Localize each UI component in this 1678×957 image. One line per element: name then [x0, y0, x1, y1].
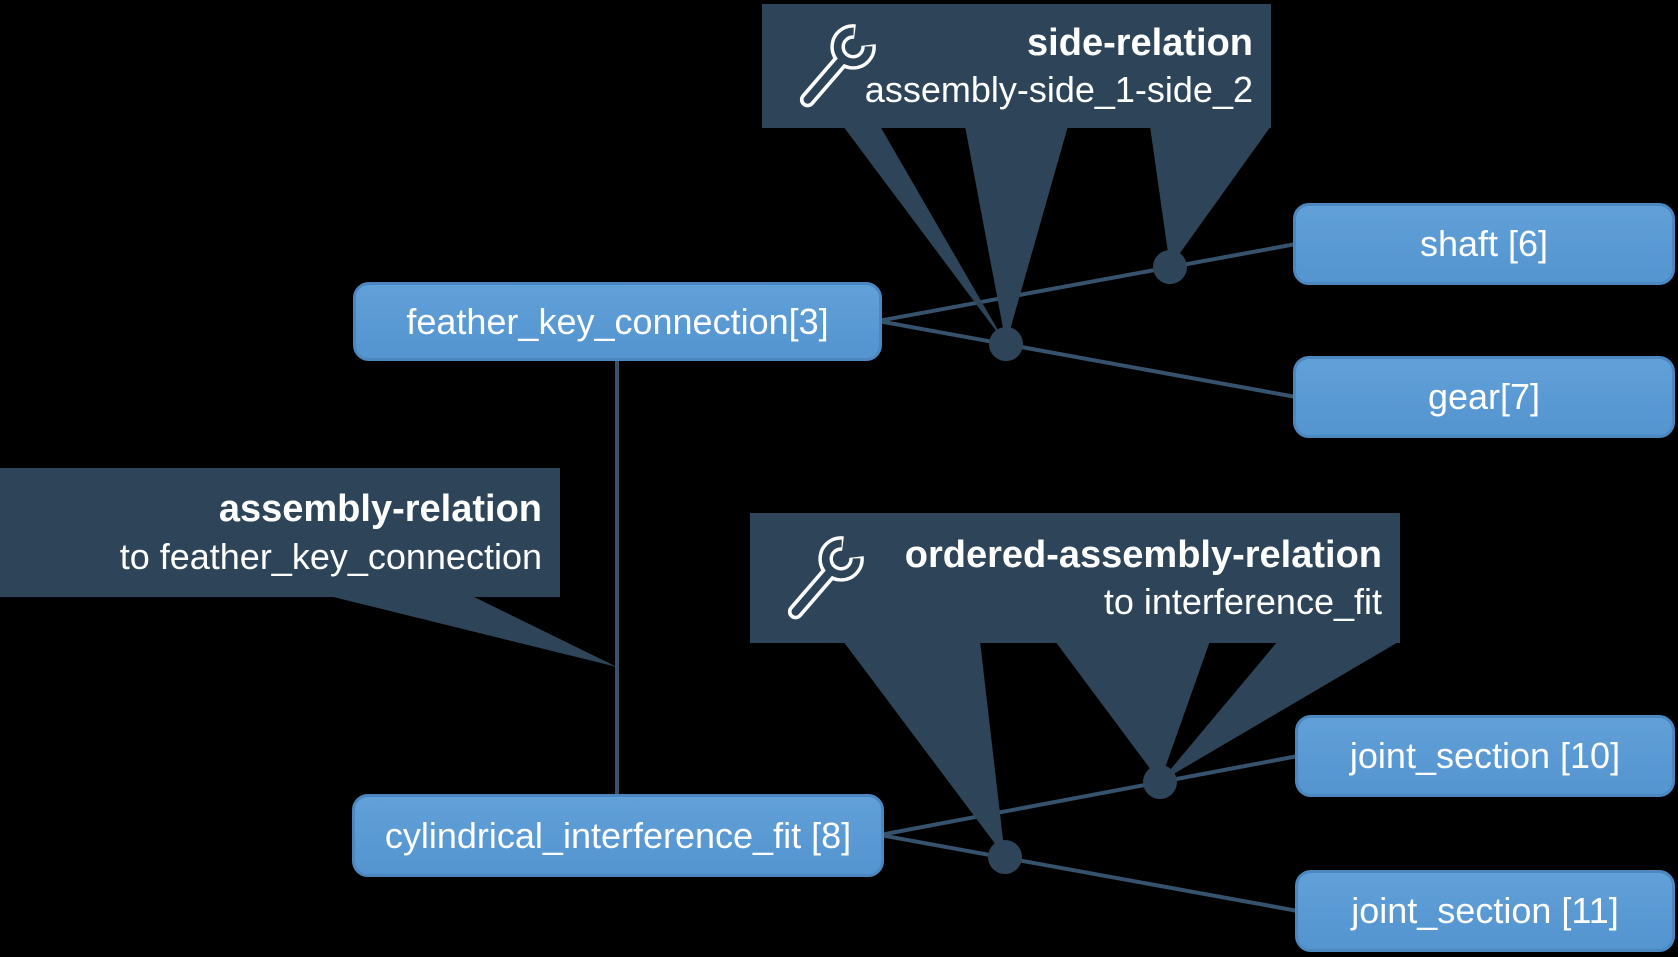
callout-ordered-assembly-relation: ordered-assembly-relation to interferenc… — [750, 513, 1400, 643]
edge-cylindrical-joint10 — [879, 754, 1299, 837]
callout-assembly-relation: assembly-relation to feather_key_connect… — [0, 468, 560, 597]
callout-tail — [1055, 641, 1210, 782]
callout-tail — [1150, 126, 1271, 267]
edge-feather-shaft — [877, 242, 1297, 323]
node-gear[interactable]: gear[7] — [1293, 356, 1675, 438]
callout-title: ordered-assembly-relation — [904, 533, 1382, 576]
edge-cylindrical-joint11 — [879, 833, 1299, 913]
callout-title: side-relation — [1027, 21, 1253, 64]
callout-tail — [843, 126, 1006, 344]
callout-text: ordered-assembly-relation to interferenc… — [750, 532, 1400, 625]
node-joint-section-10[interactable]: joint_section [10] — [1295, 715, 1675, 797]
junction-dot — [1143, 765, 1177, 799]
node-joint-section-11[interactable]: joint_section [11] — [1295, 870, 1675, 952]
junction-dot — [989, 327, 1023, 361]
node-label: cylindrical_interference_fit [8] — [384, 814, 852, 856]
node-shaft[interactable]: shaft [6] — [1293, 203, 1675, 285]
callout-text: side-relation assembly-side_1-side_2 — [762, 20, 1271, 113]
junction-dot — [1153, 250, 1187, 284]
callout-tail — [965, 126, 1068, 344]
node-feather-key-connection[interactable]: feather_key_connection[3] — [353, 282, 882, 361]
wrench-icon — [799, 24, 876, 108]
node-label: joint_section [11] — [1351, 890, 1619, 931]
junction-dot — [988, 840, 1022, 874]
callout-title: assembly-relation — [218, 488, 542, 531]
wrench-icon — [787, 536, 864, 620]
callout-subtitle: to interference_fit — [1103, 581, 1382, 623]
node-cylindrical-interference-fit[interactable]: cylindrical_interference_fit [8] — [352, 794, 884, 877]
callout-tail — [843, 641, 1005, 857]
callout-tail — [325, 595, 617, 667]
callout-subtitle: assembly-side_1-side_2 — [864, 69, 1253, 111]
callout-subtitle: to feather_key_connection — [119, 535, 542, 577]
callout-tail — [1160, 641, 1400, 782]
node-label: gear[7] — [1427, 376, 1541, 417]
edge-feather-gear — [877, 319, 1297, 399]
node-label: joint_section [10] — [1349, 735, 1621, 776]
node-label: feather_key_connection[3] — [406, 300, 829, 342]
callout-text: assembly-relation to feather_key_connect… — [0, 486, 560, 579]
callout-side-relation: side-relation assembly-side_1-side_2 — [762, 4, 1271, 128]
node-label: shaft [6] — [1419, 223, 1549, 264]
